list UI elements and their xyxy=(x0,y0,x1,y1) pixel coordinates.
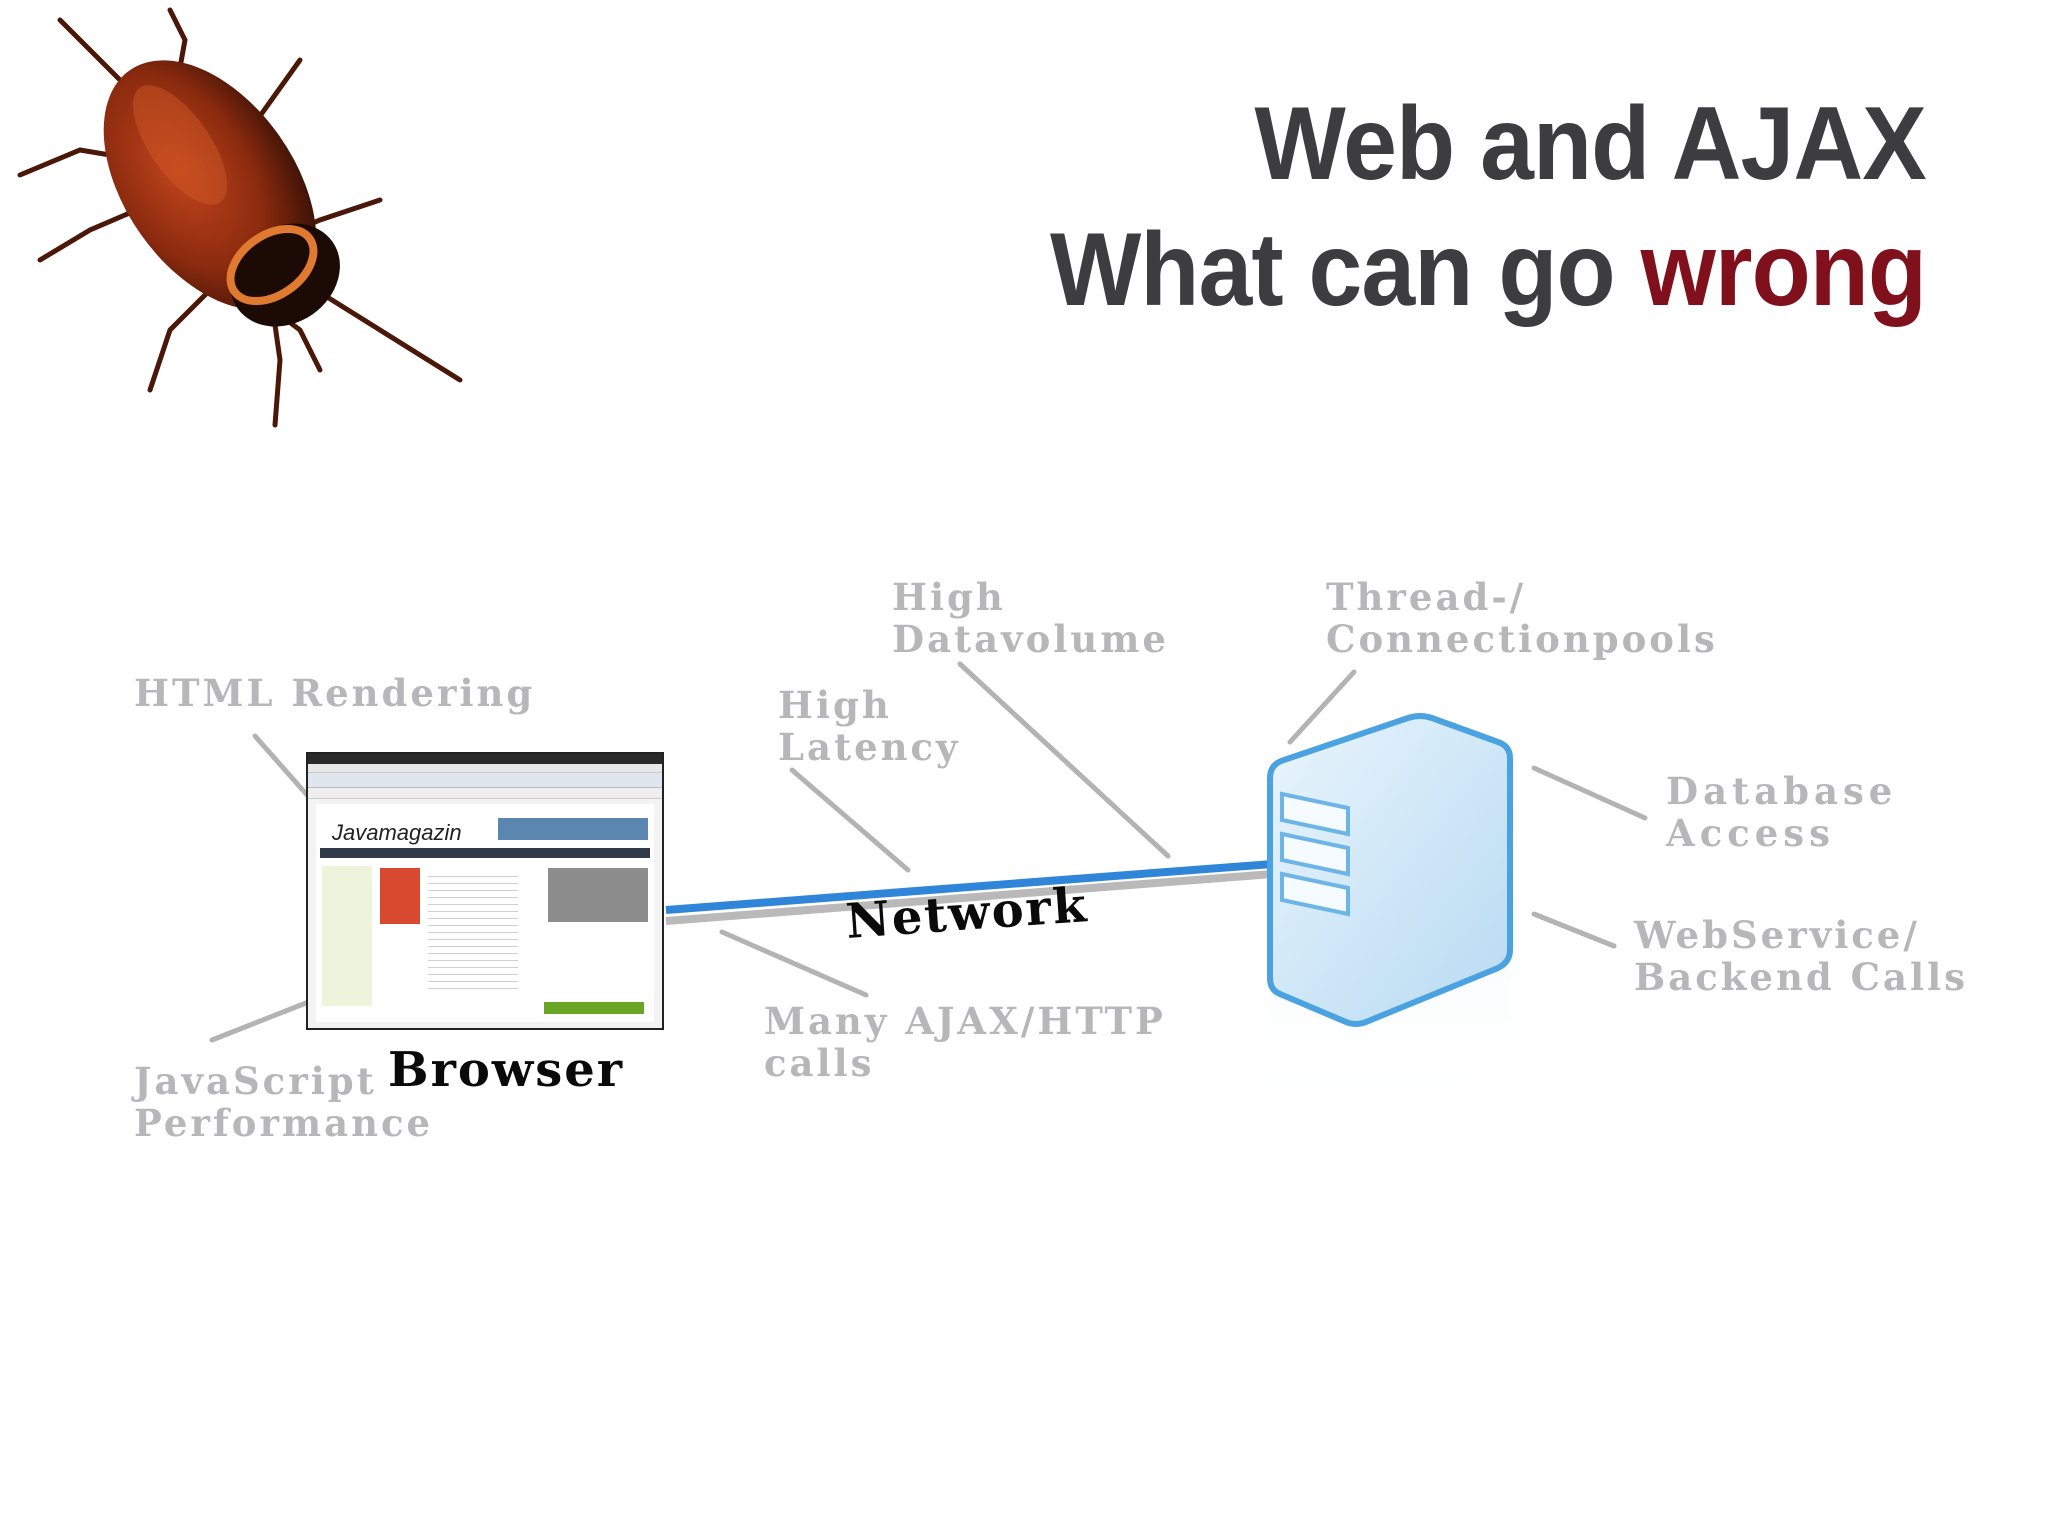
label-high-latency-line2: Latency xyxy=(778,725,961,769)
label-threadpools-line2: Connectionpools xyxy=(1326,617,1718,661)
slide-title-prefix: What can go xyxy=(1049,212,1641,328)
connector-html-rendering xyxy=(252,733,311,799)
label-thread-connection-pools: Thread-/ Connectionpools xyxy=(1326,576,1718,660)
page-text-lines xyxy=(428,870,518,990)
label-many-ajax-line2: calls xyxy=(764,1041,875,1085)
label-html-rendering: HTML Rendering xyxy=(134,671,536,715)
connector-javascript xyxy=(209,1000,309,1043)
label-high-latency-line1: High xyxy=(778,683,892,727)
page-sidebar xyxy=(322,866,372,1006)
slide-title-line2: What can go wrong xyxy=(1050,218,1927,322)
browser-titlebar xyxy=(308,754,662,764)
label-threadpools-line1: Thread-/ xyxy=(1326,575,1527,619)
label-javascript-line1: JavaScript xyxy=(134,1059,377,1103)
network-line-shadow xyxy=(665,870,1273,925)
label-high-datavolume-line1: High xyxy=(892,575,1006,619)
slide-title-accent: wrong xyxy=(1640,212,1927,328)
browser-toolbar xyxy=(308,773,662,788)
label-many-ajax-calls: Many AJAX/HTTP calls xyxy=(764,1000,1166,1084)
page-banner xyxy=(498,818,648,840)
browser-menubar xyxy=(308,764,662,773)
connector-many-ajax xyxy=(719,929,869,998)
connector-database xyxy=(1531,765,1648,821)
label-high-latency: High Latency xyxy=(778,684,961,768)
label-javascript-performance: JavaScript Performance xyxy=(134,1060,433,1144)
browser-screenshot: Javamagazin xyxy=(306,752,664,1030)
page-photo xyxy=(548,868,648,922)
label-javascript-line2: Performance xyxy=(134,1101,434,1145)
label-many-ajax-line1: Many AJAX/HTTP xyxy=(764,999,1166,1043)
label-high-datavolume-line2: Datavolume xyxy=(892,617,1169,661)
cockroach-image xyxy=(17,7,463,428)
label-high-datavolume: High Datavolume xyxy=(892,576,1169,660)
magazine-cover xyxy=(380,868,420,924)
connector-webservice xyxy=(1531,911,1617,949)
slide-title-line1: Web and AJAX xyxy=(1254,86,1927,202)
javamagazin-logo: Javamagazin xyxy=(332,820,462,845)
network-line xyxy=(665,860,1273,914)
server-icon xyxy=(1267,713,1513,1132)
label-database-line2: Access xyxy=(1666,811,1835,855)
label-webservice-line1: WebService/ xyxy=(1634,913,1920,957)
label-webservice-line2: Backend Calls xyxy=(1634,955,1968,999)
page-nav xyxy=(320,848,650,858)
label-database-access: Database Access xyxy=(1666,770,1897,854)
connector-high-datavolume xyxy=(957,661,1171,859)
browser-page: Javamagazin xyxy=(316,804,654,1022)
page-green-bar xyxy=(544,1002,644,1014)
label-database-line1: Database xyxy=(1666,769,1898,813)
label-webservice-backend-calls: WebService/ Backend Calls xyxy=(1634,914,1968,998)
connector-threadpools xyxy=(1287,669,1357,745)
browser-bookmarks xyxy=(308,788,662,799)
connector-high-latency xyxy=(789,767,911,873)
label-browser: Browser xyxy=(388,1042,625,1098)
